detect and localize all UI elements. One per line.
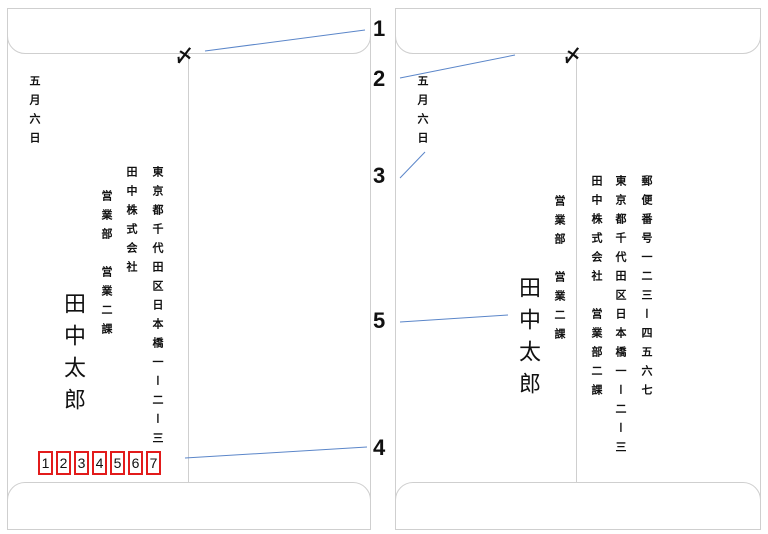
callout-4: 4 xyxy=(373,435,386,460)
left-company: 田中株式会社 xyxy=(125,166,138,280)
left-envelope xyxy=(7,8,371,530)
postal-digit: 3 xyxy=(74,451,89,475)
right-envelope xyxy=(395,8,761,530)
postal-digit: 2 xyxy=(56,451,71,475)
left-address: 東京都千代田区日本橋一ー二ー三 xyxy=(151,166,164,451)
right-seam xyxy=(576,53,577,482)
right-date: 五月六日 xyxy=(416,75,429,151)
callout-1: 1 xyxy=(373,16,386,41)
callout-2: 2 xyxy=(373,66,386,91)
leader-line-2 xyxy=(399,54,516,79)
left-department: 営業部 営業二課 xyxy=(100,190,113,342)
postal-digit: 7 xyxy=(146,451,161,475)
postal-digit: 5 xyxy=(110,451,125,475)
left-date: 五月六日 xyxy=(28,75,41,151)
right-postal: 郵便番号一二三ー四五六七 xyxy=(640,175,653,403)
postal-digit: 4 xyxy=(92,451,107,475)
left-bottom-flap xyxy=(7,482,371,530)
leader-line-1 xyxy=(204,29,366,52)
left-seam xyxy=(188,53,189,482)
postal-digit: 6 xyxy=(128,451,143,475)
right-department: 営業部 営業二課 xyxy=(553,195,566,347)
right-company: 田中株式会社 営業部二課 xyxy=(590,175,603,403)
right-bottom-flap xyxy=(395,482,761,530)
callout-5: 5 xyxy=(373,308,386,333)
postal-code-boxes: 1 2 3 4 5 6 7 xyxy=(38,451,161,475)
right-name: 田中太郎 xyxy=(515,276,540,404)
leader-line-4 xyxy=(184,446,368,459)
right-address: 東京都千代田区日本橋一ー二ー三 xyxy=(614,175,627,460)
leader-line-3 xyxy=(399,151,426,179)
seal-mark-icon: 〆 xyxy=(175,46,193,67)
left-name: 田中太郎 xyxy=(60,292,85,420)
callout-3: 3 xyxy=(373,163,386,188)
leader-line-5 xyxy=(399,314,509,323)
seal-mark-icon: 〆 xyxy=(563,46,581,67)
right-top-flap xyxy=(395,8,761,54)
postal-digit: 1 xyxy=(38,451,53,475)
left-top-flap xyxy=(7,8,371,54)
